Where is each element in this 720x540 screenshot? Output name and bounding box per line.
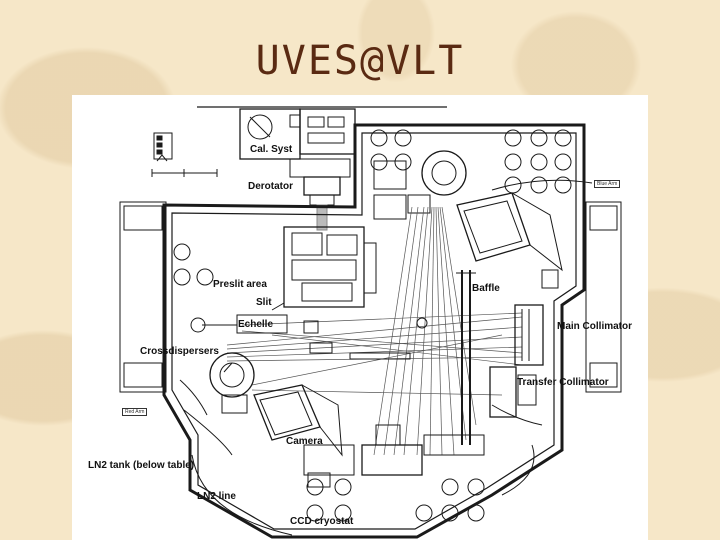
label-blue-arm: Blue Arm [594, 180, 621, 188]
camera [253, 384, 355, 488]
light-beams [226, 206, 523, 456]
preslit-area [283, 226, 377, 308]
label-ln2-line: LN2 line [197, 491, 236, 502]
optical-table-inner [171, 132, 577, 530]
optical-layout-drawing [119, 106, 622, 539]
label-echelle: Echelle [238, 319, 274, 330]
label-ccd-cryostat: CCD cryostat [290, 516, 354, 527]
label-leaders [202, 302, 285, 373]
ln2-line [191, 404, 543, 536]
label-ln2-tank: LN2 tank (below table) [88, 460, 195, 471]
side-brackets [119, 201, 622, 393]
baffle [456, 270, 476, 445]
slide-title: UVES@VLT [255, 38, 465, 84]
ccd-cryostat [361, 424, 485, 476]
label-red-arm: Red Arm [122, 408, 148, 416]
label-slit: Slit [256, 297, 272, 308]
echelle-assembly [236, 314, 428, 360]
optical-table-outline [162, 123, 586, 539]
label-preslit-area: Preslit area [213, 279, 267, 290]
transfer-collimator [489, 366, 537, 418]
label-transfer-collimator: Transfer Collimator [517, 377, 609, 388]
label-camera: Camera [286, 436, 323, 447]
main-collimator [514, 304, 544, 366]
label-crossdispersers: Crossdispersers [140, 346, 219, 357]
derotator [289, 158, 351, 231]
blue-arm-optics [373, 150, 593, 289]
label-cal-syst: Cal. Syst [250, 144, 293, 155]
crossdispersers [179, 352, 255, 456]
legend-block [151, 132, 218, 177]
uves-layout-diagram: Cal. Syst Derotator Preslit area Slit Ec… [72, 95, 648, 540]
label-baffle: Baffle [472, 283, 500, 294]
label-main-collimator: Main Collimator [557, 321, 633, 332]
label-derotator: Derotator [248, 181, 294, 192]
